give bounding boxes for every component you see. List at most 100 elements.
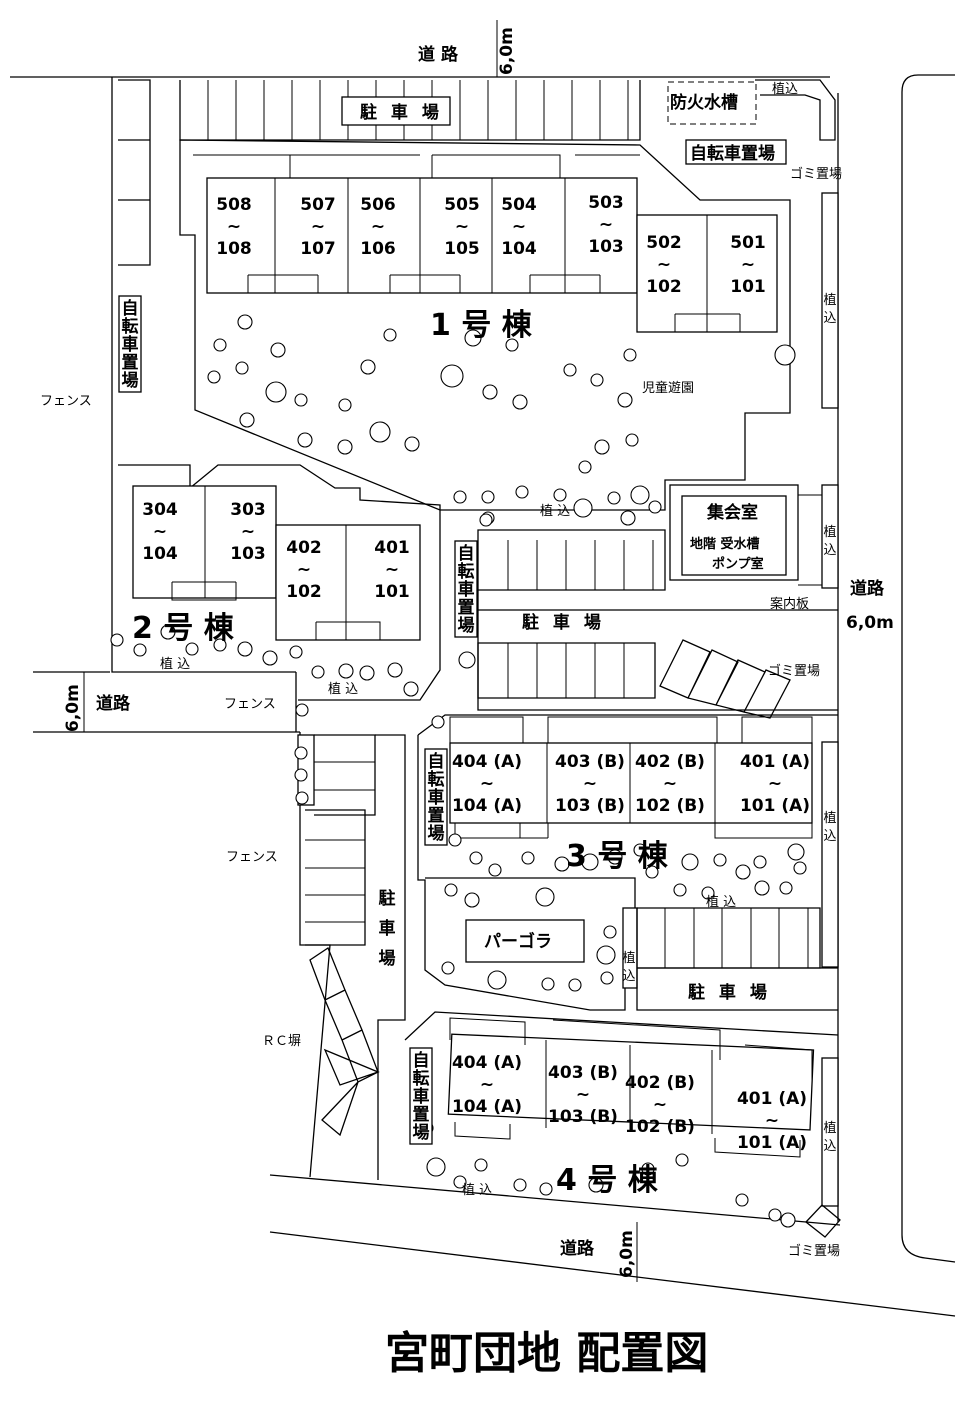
bicycle-west-label-box: [118, 295, 142, 393]
tree-symbol: [235, 361, 249, 375]
fence-label-2: フェンス: [224, 697, 276, 712]
garbage-center-label: ゴミ置場: [768, 663, 820, 679]
tree-symbol: [479, 513, 493, 527]
unit-number: 102: [286, 582, 322, 602]
parking-center-label: 駐 車 場: [522, 612, 605, 633]
building-2-outline: [118, 464, 441, 701]
road-east-width: 6,0m: [846, 613, 894, 633]
tree-symbol: [369, 421, 391, 443]
tree-symbol: [713, 853, 727, 867]
meeting-room-outline: [669, 484, 839, 589]
tree-symbol: [110, 633, 124, 647]
parking-north: [118, 79, 641, 266]
unit-b1-1: 508~108: [216, 195, 252, 259]
unit-number: ~: [765, 1111, 779, 1131]
unit-number: 104: [142, 544, 178, 564]
tree-symbol: [787, 843, 805, 861]
unit-number: ~: [599, 215, 613, 235]
parking-south: [636, 741, 839, 1011]
unit-number: 402: [286, 538, 322, 558]
bicycle-b3-label-box: [424, 748, 448, 846]
tree-symbol: [641, 1162, 655, 1176]
unit-b4-1: 404 (A)~104 (A): [452, 1053, 522, 1117]
building-2-label: 2 号 棟: [132, 611, 235, 646]
unit-number: 105: [444, 239, 480, 259]
unit-number: 401: [374, 538, 410, 558]
unit-number: 502: [646, 233, 682, 253]
parking-center: [477, 529, 838, 719]
bicycle-b3-label: 自転車置場: [428, 751, 445, 844]
tree-symbol: [600, 971, 614, 985]
tree-symbol: [648, 500, 662, 514]
unit-number: 402 (B): [625, 1073, 695, 1093]
tree-symbol: [607, 491, 621, 505]
unit-b2-1: 304~104: [142, 500, 178, 564]
unit-b3-1: 404 (A)~104 (A): [452, 752, 522, 816]
unit-number: ~: [241, 522, 255, 542]
unit-number: ~: [153, 522, 167, 542]
tree-symbol: [431, 715, 445, 729]
tree-symbol: [426, 1157, 446, 1177]
unit-number: 103 (B): [548, 1107, 618, 1127]
fence-label-1: フェンス: [40, 394, 92, 409]
unit-number: 103: [588, 237, 624, 257]
tree-symbol: [553, 488, 567, 502]
unit-b1-4: 505~105: [444, 195, 480, 259]
planting-northeast-label: 植込: [772, 82, 798, 97]
tree-symbol: [588, 1177, 604, 1193]
meeting-room-label: 集会室: [706, 502, 758, 523]
tree-symbol: [297, 432, 313, 448]
tree-symbol: [464, 329, 482, 347]
tree-symbol: [403, 681, 419, 697]
garbage-south-label: ゴミ置場: [788, 1243, 840, 1259]
building-4-outline: [404, 1011, 841, 1238]
tree-symbol: [573, 498, 593, 518]
unit-b2-2: 303~103: [230, 500, 266, 564]
building-4-label: 4 号 棟: [556, 1163, 659, 1198]
tree-symbol: [521, 851, 535, 865]
planting-label-b4: 植 込: [462, 1183, 492, 1198]
unit-number: 501: [730, 233, 766, 253]
tree-symbol: [617, 392, 633, 408]
tree-symbol: [779, 881, 793, 895]
tree-symbol: [780, 1212, 796, 1228]
tree-symbol: [185, 642, 199, 656]
tree-symbol: [793, 861, 807, 875]
road-north-label: 道路: [418, 44, 464, 65]
tree-symbol: [295, 791, 309, 805]
tree-symbol: [481, 490, 495, 504]
unit-number: 103: [230, 544, 266, 564]
unit-b2-3: 402~102: [286, 538, 322, 602]
tree-symbol: [623, 348, 637, 362]
rc-wall-label: ＲＣ塀: [262, 1034, 301, 1049]
tree-symbol: [541, 977, 555, 991]
unit-number: 106: [360, 239, 396, 259]
tree-symbol: [754, 880, 770, 896]
planting-east-1: 植込: [823, 293, 836, 326]
tree-symbol: [262, 650, 278, 666]
tree-symbol: [515, 485, 529, 499]
road-west-label: 道路: [96, 693, 131, 714]
tree-symbol: [464, 892, 480, 908]
unit-number: 102 (B): [625, 1117, 695, 1137]
tree-symbol: [337, 439, 353, 455]
trees: [110, 314, 807, 1228]
unit-number: ~: [371, 217, 385, 237]
tree-symbol: [488, 863, 502, 877]
tree-symbol: [482, 384, 498, 400]
tree-symbol: [474, 1158, 488, 1172]
parking-north-label: 駐 車 場: [360, 102, 443, 123]
tree-symbol: [512, 394, 528, 410]
unit-b1-5: 504~104: [501, 195, 537, 259]
unit-number: 103 (B): [555, 796, 625, 816]
tree-symbol: [487, 970, 507, 990]
fence-label-3: フェンス: [226, 850, 278, 865]
unit-number: 107: [300, 239, 336, 259]
unit-number: 104: [501, 239, 537, 259]
unit-number: ~: [576, 1085, 590, 1105]
unit-number: 402 (B): [635, 752, 705, 772]
unit-number: 303: [230, 500, 266, 520]
unit-number: 104 (A): [452, 1097, 522, 1117]
tree-symbol: [338, 663, 354, 679]
tree-symbol: [133, 643, 147, 657]
